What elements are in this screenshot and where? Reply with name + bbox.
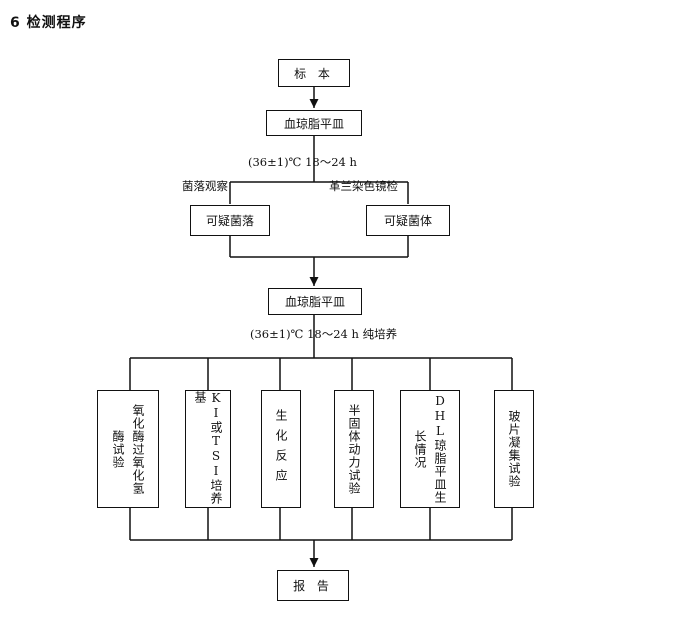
node-sample: 标 本 — [278, 59, 350, 87]
node-suspect-bacteria: 可疑菌体 — [366, 205, 450, 236]
test-oxidase-catalase: 氧化酶过氧化氢 酶试验 — [97, 390, 159, 508]
node-blood-agar-plate-1: 血琼脂平皿 — [266, 110, 362, 136]
node-suspect-colony: 可疑菌落 — [190, 205, 270, 236]
test-text-line: 酶试验 — [111, 429, 125, 469]
test-ki-tsi-medium: KI或TSI培养基 — [185, 390, 231, 508]
test-biochemical-reaction: 生化反应 — [261, 390, 301, 508]
test-semisolid-motility: 半固体动力试验 — [334, 390, 374, 508]
test-dhl-agar-growth: DHL琼脂平皿生 长情况 — [400, 390, 460, 508]
label-incubation-2: (36±1)℃ 18～24 h 纯培养 — [250, 327, 398, 341]
section-title: 6 检测程序 — [10, 15, 87, 31]
label-gram-stain: 革兰染色镜检 — [329, 179, 398, 193]
test-text-line: 长情况 — [413, 429, 427, 469]
test-text-line: KI或TSI培养基 — [193, 391, 223, 505]
test-slide-agglutination: 玻片凝集试验 — [494, 390, 534, 508]
node-report: 报 告 — [277, 570, 349, 601]
node-blood-agar-plate-2: 血琼脂平皿 — [268, 288, 362, 315]
label-colony-observation: 菌落观察 — [182, 179, 228, 193]
test-text-line: 半固体动力试验 — [347, 403, 361, 495]
test-text-line: 氧化酶过氧化氢 — [131, 403, 145, 495]
test-text-line: 生化反应 — [274, 409, 288, 489]
test-text-line: DHL琼脂平皿生 — [433, 394, 447, 504]
test-text-line: 玻片凝集试验 — [507, 410, 521, 488]
label-incubation-1: (36±1)℃ 18～24 h — [248, 155, 357, 169]
